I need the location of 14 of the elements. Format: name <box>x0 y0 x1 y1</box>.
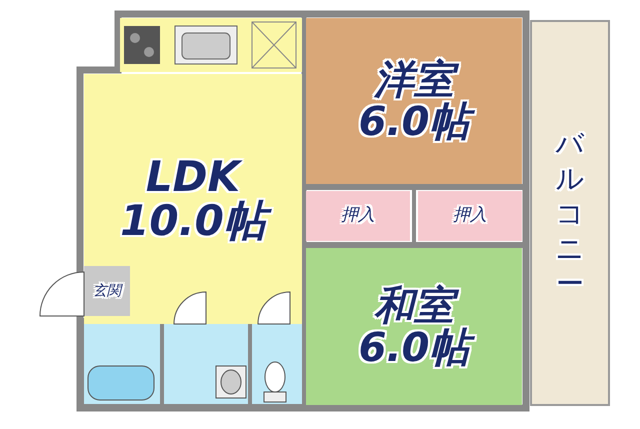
room-area <box>84 74 302 324</box>
room-area <box>306 248 522 405</box>
room-label: LDK 10.0帖 <box>113 154 273 244</box>
room-label: 和室 6.0帖 <box>349 284 479 368</box>
balcony-area <box>530 20 610 406</box>
closet-area <box>418 191 522 241</box>
entrance-label: 玄関 <box>93 284 121 298</box>
entrance-area <box>84 266 130 316</box>
closet-area <box>306 191 410 241</box>
balcony-label: バルコニー <box>555 126 585 300</box>
room-label: 押入 <box>341 207 375 225</box>
room-area <box>306 18 522 184</box>
room-label: 押入 <box>453 207 487 225</box>
room-label: 洋室 6.0帖 <box>349 59 479 143</box>
